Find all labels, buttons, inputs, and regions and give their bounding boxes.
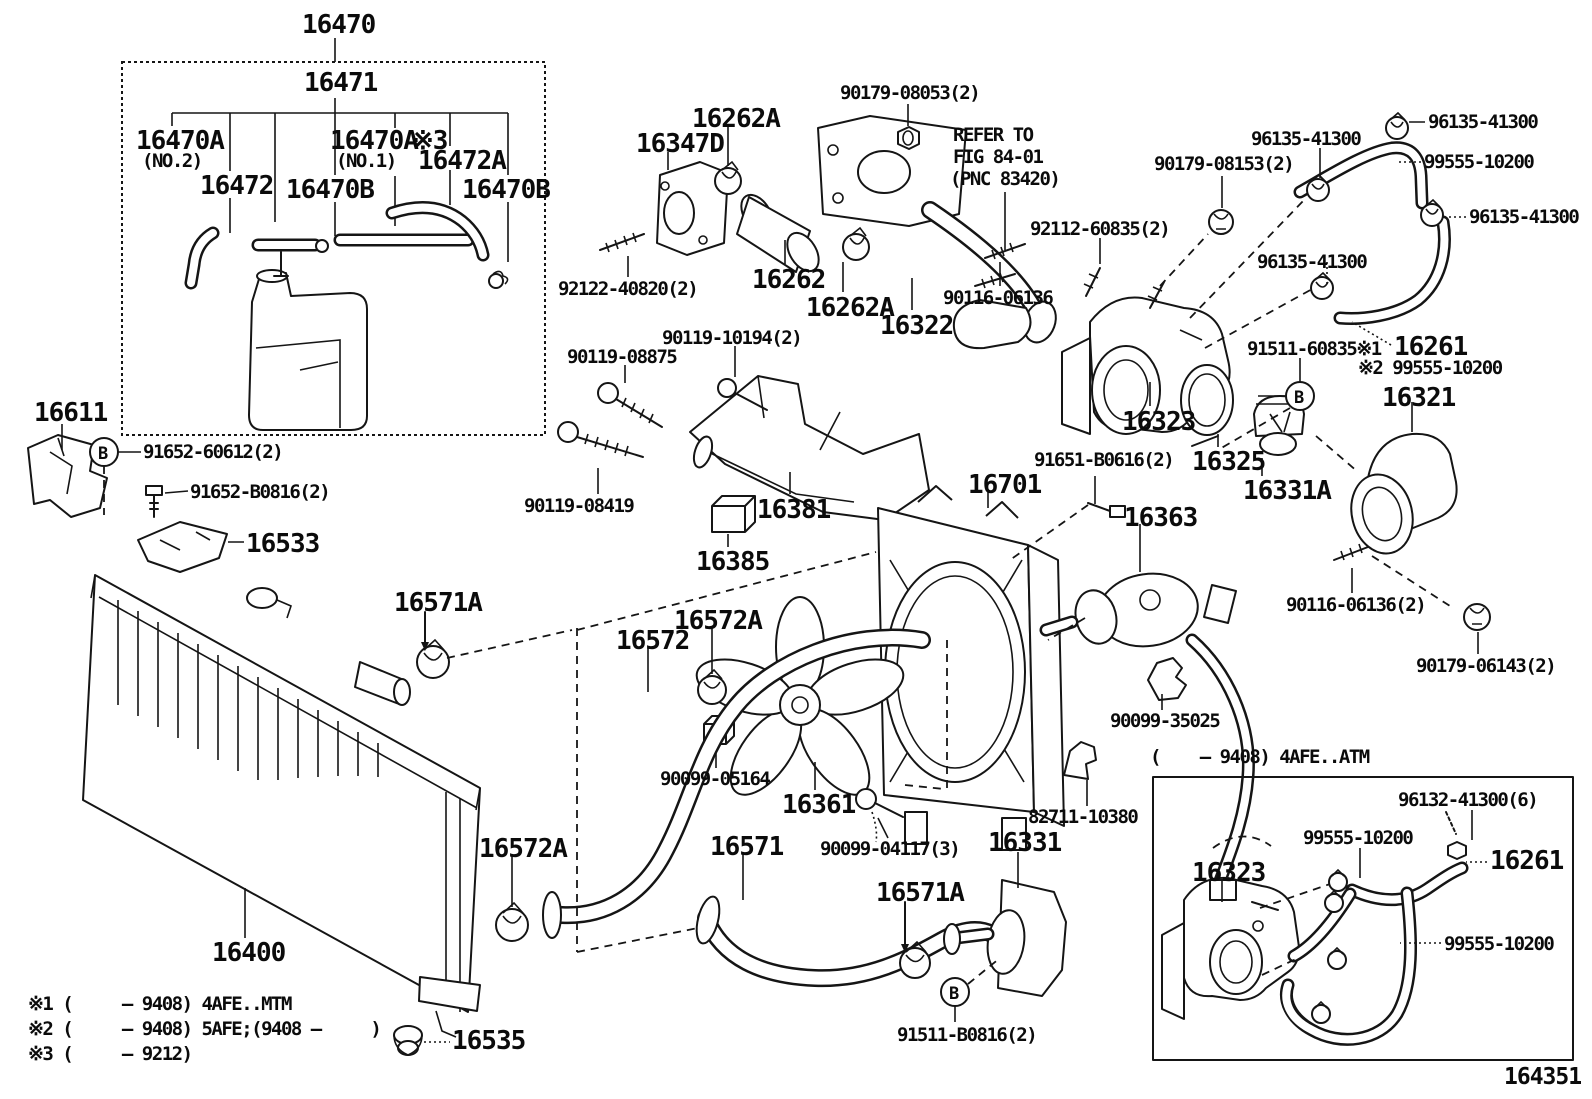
part-label-16321: 16321 (1382, 383, 1456, 413)
refer-note-line2: FIG 84-01 (953, 146, 1044, 168)
reserve-tank (248, 272, 368, 431)
reserve-tank-box (121, 38, 546, 436)
part-label-16400: 16400 (212, 938, 286, 968)
part-label-16381: 16381 (757, 495, 831, 525)
part-label-16323: 16323 (1122, 407, 1196, 437)
part-label-96135-2: 96135-41300 (1251, 128, 1362, 150)
part-label-note3-ref: ※3 (412, 126, 448, 156)
svg-text:B: B (949, 984, 959, 1004)
part-label-16331a: 16331A (1243, 476, 1332, 506)
heater-hoses-right (1208, 111, 1466, 382)
part-label-16322: 16322 (880, 311, 954, 341)
legend-note-2: ※2 ( – 9408) 5AFE;(9408 – ) (28, 1018, 382, 1040)
fan-bracket-group (557, 346, 930, 547)
part-label-90099-05164: 90099-05164 (660, 768, 771, 790)
inset-variant-box (1152, 776, 1574, 1061)
part-label-16347d: 16347D (636, 129, 725, 159)
part-label-16701: 16701 (968, 470, 1042, 500)
thermostat-and-outlet (1180, 364, 1491, 654)
figure-number: 164351 (1504, 1064, 1582, 1090)
water-outlet-pipe-assembly (599, 104, 1057, 350)
part-label-91511-60835: 91511-60835※1 (1247, 338, 1382, 360)
part-label-16572a-2: 16572A (479, 834, 568, 864)
part-label-no1: (NO.1) (336, 150, 397, 172)
part-label-16470b-2: 16470B (462, 175, 551, 205)
part-label-16385: 16385 (696, 547, 770, 577)
part-label-16361: 16361 (782, 790, 856, 820)
part-label-16262a-1: 16262A (692, 104, 781, 134)
part-label-16472: 16472 (200, 171, 274, 201)
part-label-16472a: 16472A (418, 146, 507, 176)
connector-symbol-b-3: B (940, 977, 970, 1007)
part-label-16262: 16262 (752, 265, 826, 295)
part-label-16470a-no2: 16470A (136, 126, 225, 156)
part-label-96135-4: 96135-41300 (1257, 251, 1368, 273)
part-label-16261-box: 16261 (1490, 846, 1564, 876)
legend-note-3: ※3 ( – 9212) (28, 1043, 193, 1065)
refer-note-line3: (PNC 83420) (950, 168, 1061, 190)
part-label-91651-b0616: 91651-B0616(2) (1034, 449, 1175, 471)
water-inlet-housing (1061, 238, 1231, 447)
part-label-16535: 16535 (452, 1026, 526, 1056)
part-label-16262a-2: 16262A (806, 293, 895, 323)
part-label-90116-06136: 90116-06136 (943, 287, 1054, 309)
part-label-90179-08153: 90179-08153(2) (1154, 153, 1295, 175)
part-label-note2-99555: ※2 99555-10200 (1358, 357, 1503, 379)
svg-text:B: B (98, 444, 108, 464)
part-label-16363: 16363 (1124, 503, 1198, 533)
inset-caption: ( – 9408) 4AFE..ATM (1150, 746, 1370, 768)
part-label-16470b-1: 16470B (286, 175, 375, 205)
part-label-99555-box-2: 99555-10200 (1444, 933, 1555, 955)
part-label-90116-06136-2: 90116-06136(2) (1286, 594, 1427, 616)
part-label-90099-04117: 90099-04117(3) (820, 838, 961, 860)
part-label-16470: 16470 (302, 10, 376, 40)
part-label-16571a-2: 16571A (876, 878, 965, 908)
part-label-16471: 16471 (304, 68, 378, 98)
part-label-16571a-1: 16571A (394, 588, 483, 618)
part-label-91652-60612: 91652-60612(2) (143, 441, 284, 463)
part-label-90099-35025: 90099-35025 (1110, 710, 1221, 732)
connector-symbol-b-2: B (1285, 381, 1315, 411)
part-label-no2: (NO.2) (142, 150, 203, 172)
part-label-16323-box: 16323 (1192, 858, 1266, 888)
svg-text:B: B (1294, 388, 1304, 408)
connector-symbol-b-1: B (89, 437, 119, 467)
part-label-96135-3: 96135-41300 (1469, 206, 1580, 228)
cooling-fan (695, 596, 905, 796)
part-label-91511-b0816: 91511-B0816(2) (897, 1024, 1038, 1046)
construction-lines (446, 197, 1451, 985)
radiator-support-brackets (27, 424, 244, 573)
radiator (82, 574, 481, 1056)
part-label-91652-b0816: 91652-B0816(2) (190, 481, 331, 503)
part-label-90119-08419: 90119-08419 (524, 495, 635, 517)
part-label-90119-10194: 90119-10194(2) (662, 327, 803, 349)
part-label-16261: 16261 (1394, 332, 1468, 362)
part-label-90179-08053: 90179-08053(2) (840, 82, 981, 104)
part-label-90179-06143: 90179-06143(2) (1416, 655, 1557, 677)
radiator-hoses (416, 611, 1097, 1022)
part-label-16470a-no1: 16470A (330, 126, 419, 156)
part-label-16533: 16533 (246, 529, 320, 559)
part-label-99555-1: 99555-10200 (1424, 151, 1535, 173)
legend-note-1: ※1 ( – 9408) 4AFE..MTM (28, 993, 292, 1015)
part-label-16331: 16331 (988, 828, 1062, 858)
part-label-16611: 16611 (34, 398, 108, 428)
part-label-99555-box-1: 99555-10200 (1303, 827, 1414, 849)
part-label-16572a-1: 16572A (674, 606, 763, 636)
part-label-96132-41300: 96132-41300(6) (1398, 789, 1539, 811)
part-label-92122-40820: 92122-40820(2) (558, 278, 699, 300)
part-label-90119-08875: 90119-08875 (567, 346, 678, 368)
refer-note-line1: REFER TO (953, 124, 1034, 146)
part-label-92112-60835: 92112-60835(2) (1030, 218, 1171, 240)
part-label-16572: 16572 (616, 626, 690, 656)
part-label-82711-10380: 82711-10380 (1028, 806, 1139, 828)
part-label-16325: 16325 (1192, 447, 1266, 477)
part-label-16571: 16571 (710, 832, 784, 862)
part-label-96135-1: 96135-41300 (1428, 111, 1539, 133)
